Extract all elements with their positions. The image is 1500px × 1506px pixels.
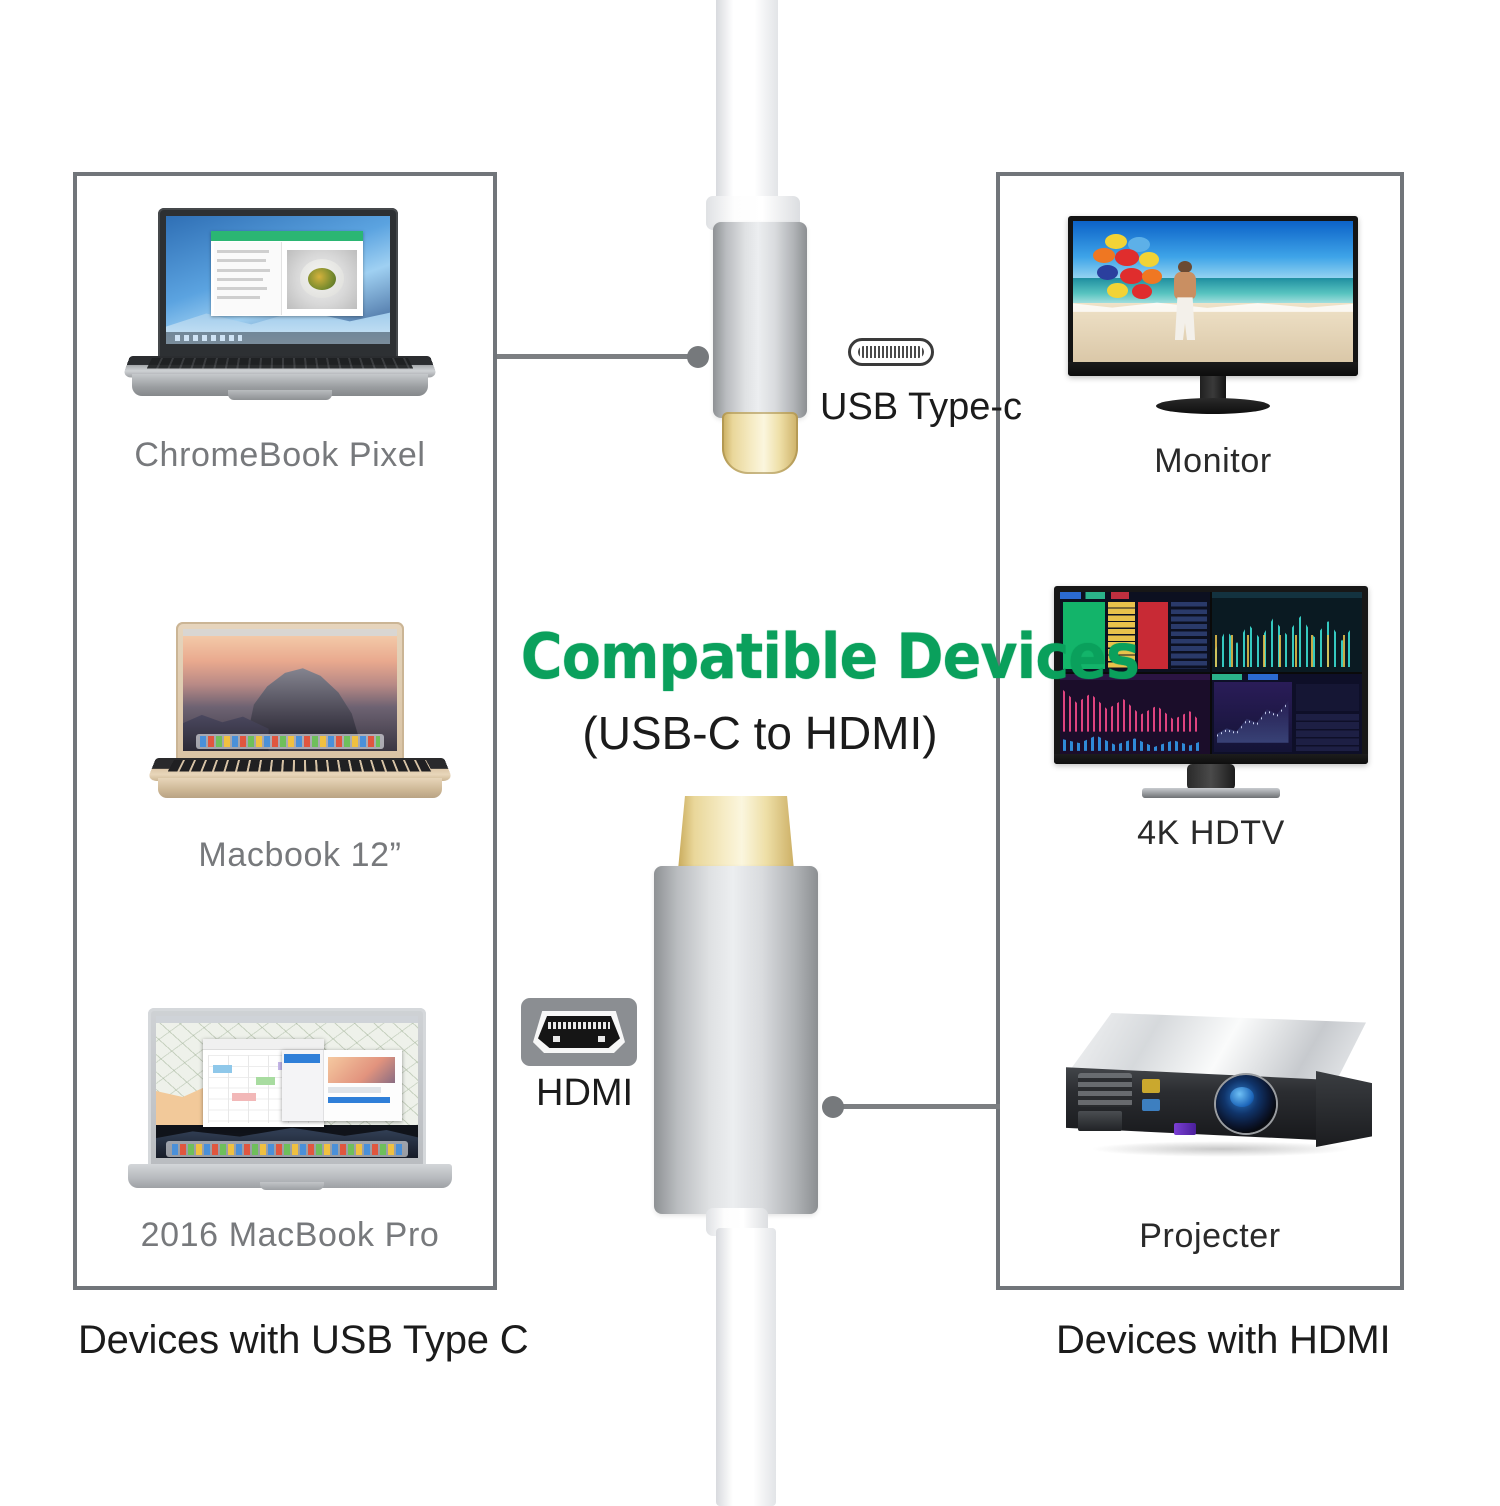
- device-4k-hdtv: 4K HDTV: [1046, 582, 1376, 872]
- device-label: Monitor: [1154, 442, 1272, 480]
- macbook-12-image: [146, 600, 454, 830]
- right-panel-caption: Devices with HDMI: [1056, 1318, 1391, 1362]
- monitor-image: [1062, 212, 1364, 422]
- left-panel-caption: Devices with USB Type C: [78, 1318, 529, 1362]
- connector-dot-left: [687, 346, 709, 368]
- usb-c-devices-panel: [73, 172, 497, 1290]
- connector-dot-right: [822, 1096, 844, 1118]
- hdtv-image: [1046, 582, 1376, 802]
- device-label: Macbook 12”: [198, 836, 402, 874]
- usb-c-port-label: USB Type-c: [820, 386, 1023, 428]
- macbook-pro-image: [120, 990, 460, 1210]
- hdmi-connector-tip: [678, 796, 794, 870]
- page-subtitle: (USB-C to HDMI): [582, 707, 938, 759]
- laptop-screen: [166, 216, 390, 344]
- hdmi-port-label: HDMI: [536, 1072, 634, 1114]
- device-label: 2016 MacBook Pro: [140, 1216, 440, 1254]
- chromebook-pixel-image: [110, 198, 450, 428]
- device-chromebook-pixel: ChromeBook Pixel: [110, 198, 450, 488]
- usb-c-connector[interactable]: [713, 222, 807, 418]
- projector-image: [1030, 985, 1390, 1200]
- device-label: Projecter: [1139, 1217, 1281, 1255]
- connector-line-right: [824, 1104, 1000, 1109]
- device-label: ChromeBook Pixel: [134, 436, 426, 474]
- hdmi-port-icon: [521, 998, 637, 1066]
- hdmi-connector[interactable]: [654, 866, 818, 1214]
- device-label: 4K HDTV: [1137, 814, 1285, 852]
- laptop-screen: [183, 629, 397, 751]
- connector-line-left: [497, 354, 705, 359]
- device-monitor: Monitor: [1062, 212, 1364, 502]
- page-title: Compatible Devices: [520, 620, 1140, 693]
- usb-c-cable: [716, 0, 778, 204]
- device-macbook-12: Macbook 12”: [146, 600, 454, 890]
- hdmi-cable: [716, 1228, 776, 1506]
- hdmi-devices-panel: [996, 172, 1404, 1290]
- device-projector: Projecter: [1030, 985, 1390, 1275]
- usb-c-port-icon: [848, 338, 934, 366]
- device-macbook-pro-2016: 2016 MacBook Pro: [120, 990, 460, 1280]
- laptop-screen: [156, 1016, 418, 1158]
- usb-c-connector-tip: [722, 412, 798, 474]
